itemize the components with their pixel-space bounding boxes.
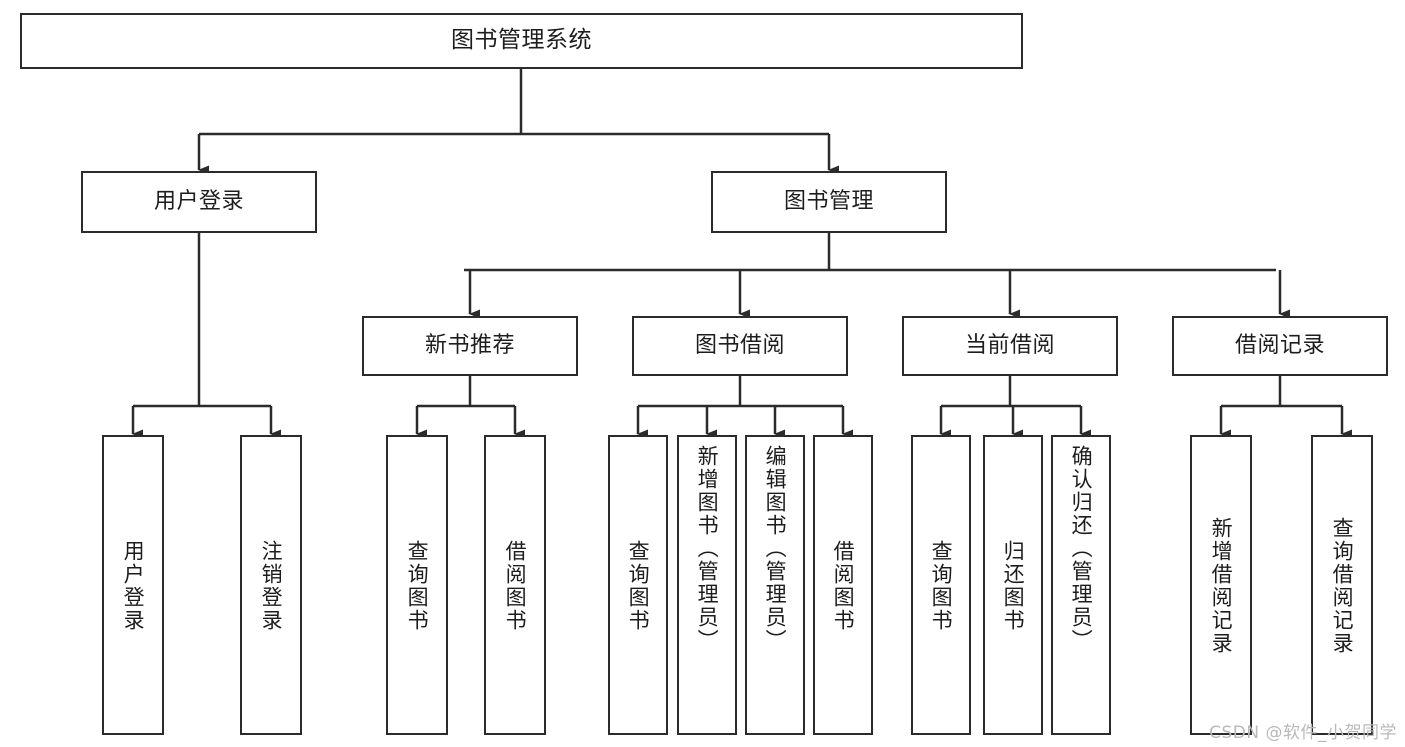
node-leaf-query-book-current[interactable]: 查询图书 bbox=[911, 435, 971, 735]
node-label-root: 图书管理系统 bbox=[451, 27, 592, 54]
node-leaf-query-borrow-record[interactable]: 查询借阅记录 bbox=[1311, 435, 1373, 735]
node-label-book-borrow: 图书借阅 bbox=[694, 332, 785, 358]
node-leaf-borrow-book-recommend[interactable]: 借阅图书 bbox=[484, 435, 546, 735]
node-leaf-confirm-return[interactable]: 确认归还（管理员） bbox=[1051, 435, 1111, 735]
node-label-leaf-query-book-current: 查询图书 bbox=[929, 540, 954, 632]
node-book-borrow[interactable]: 图书借阅 bbox=[632, 316, 848, 376]
node-label-borrow-record: 借阅记录 bbox=[1234, 332, 1325, 358]
node-label-leaf-query-book-borrow: 查询图书 bbox=[626, 540, 651, 632]
node-label-leaf-borrow-book-recommend: 借阅图书 bbox=[503, 540, 528, 632]
node-label-current-borrow: 当前借阅 bbox=[964, 332, 1055, 358]
node-leaf-return-book[interactable]: 归还图书 bbox=[983, 435, 1043, 735]
node-book-management[interactable]: 图书管理 bbox=[711, 171, 947, 233]
node-leaf-logout[interactable]: 注销登录 bbox=[240, 435, 302, 735]
node-label-leaf-borrow-book: 借阅图书 bbox=[831, 540, 856, 632]
node-new-book-recommend[interactable]: 新书推荐 bbox=[362, 316, 578, 376]
node-root[interactable]: 图书管理系统 bbox=[20, 13, 1023, 69]
node-leaf-query-book-recommend[interactable]: 查询图书 bbox=[386, 435, 448, 735]
node-label-leaf-user-login: 用户登录 bbox=[121, 540, 146, 632]
node-leaf-query-book-borrow[interactable]: 查询图书 bbox=[608, 435, 668, 735]
node-label-book-management: 图书管理 bbox=[783, 188, 874, 214]
node-label-leaf-query-book-recommend: 查询图书 bbox=[405, 540, 430, 632]
node-leaf-add-borrow-record[interactable]: 新增借阅记录 bbox=[1190, 435, 1252, 735]
node-label-user-login: 用户登录 bbox=[153, 188, 244, 214]
node-label-leaf-logout: 注销登录 bbox=[259, 540, 284, 632]
connector-group bbox=[131, 69, 1352, 439]
node-label-new-book-recommend: 新书推荐 bbox=[424, 332, 515, 358]
node-leaf-user-login[interactable]: 用户登录 bbox=[102, 435, 164, 735]
node-user-login[interactable]: 用户登录 bbox=[81, 171, 317, 233]
node-borrow-record[interactable]: 借阅记录 bbox=[1172, 316, 1388, 376]
node-leaf-add-book[interactable]: 新增图书（管理员） bbox=[677, 435, 737, 735]
node-label-leaf-return-book: 归还图书 bbox=[1001, 540, 1026, 632]
node-leaf-borrow-book[interactable]: 借阅图书 bbox=[813, 435, 873, 735]
node-label-leaf-confirm-return: 确认归还（管理员） bbox=[1069, 445, 1094, 652]
node-label-leaf-edit-book: 编辑图书（管理员） bbox=[763, 445, 788, 652]
node-current-borrow[interactable]: 当前借阅 bbox=[902, 316, 1118, 376]
node-label-leaf-query-borrow-record: 查询借阅记录 bbox=[1330, 517, 1355, 655]
node-label-leaf-add-book: 新增图书（管理员） bbox=[695, 445, 720, 652]
node-label-leaf-add-borrow-record: 新增借阅记录 bbox=[1209, 517, 1234, 655]
node-leaf-edit-book[interactable]: 编辑图书（管理员） bbox=[745, 435, 805, 735]
